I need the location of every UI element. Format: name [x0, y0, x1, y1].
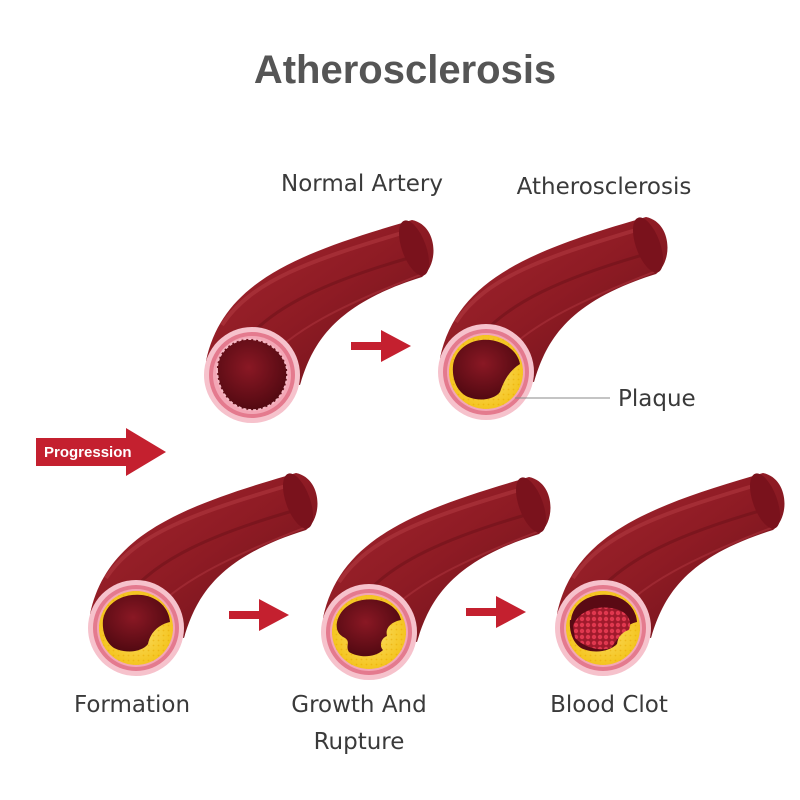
narrowed-lumen: [452, 339, 520, 400]
label-atherosclerosis: Atherosclerosis: [517, 174, 692, 200]
plaque-callout-label: Plaque: [618, 386, 696, 412]
arrow-growth-to-clot: [466, 596, 526, 628]
label-growth-and: Growth And: [291, 692, 426, 718]
progression-label: Progression: [44, 444, 132, 461]
stage-normal-artery: [202, 214, 438, 425]
stage-atherosclerosis: [436, 211, 672, 422]
label-normal-artery: Normal Artery: [281, 171, 443, 197]
formation-lumen: [102, 594, 170, 652]
arrow-normal-to-atherosclerosis: [351, 330, 411, 362]
blood-clot: [573, 607, 631, 650]
label-blood-clot: Blood Clot: [550, 692, 668, 718]
ruptured-lumen: [336, 599, 401, 657]
stage-blood-clot: [553, 467, 789, 678]
stage-formation: [86, 467, 322, 678]
label-rupture: Rupture: [314, 729, 405, 755]
page-title: Atherosclerosis: [254, 48, 556, 92]
label-formation: Formation: [74, 692, 190, 718]
normal-lumen: [215, 337, 289, 412]
stage-growth-rupture: [319, 471, 555, 682]
arrow-formation-to-growth: [229, 599, 289, 631]
progression-arrow: Progression: [36, 428, 166, 476]
